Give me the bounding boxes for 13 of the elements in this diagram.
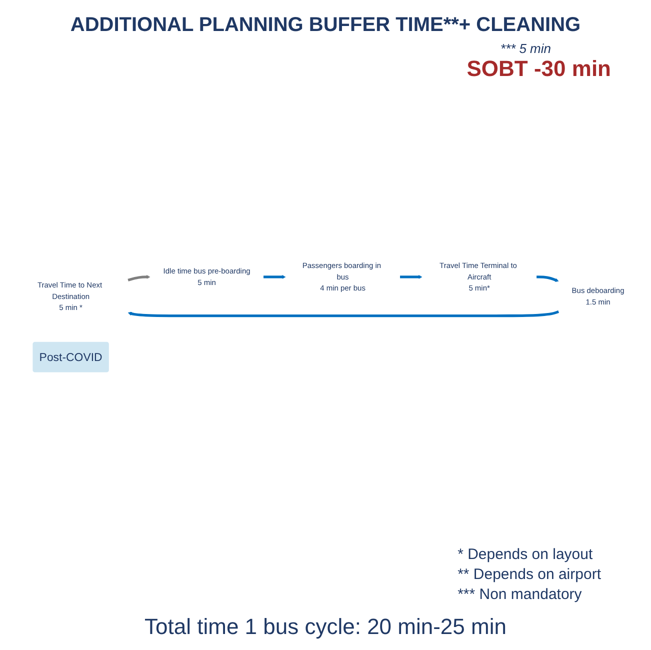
time-note: SOBT -30 min [466, 56, 611, 82]
caption: Total time 1 bus cycle: 20 min-25 min [144, 614, 506, 640]
title: ADDITIONAL PLANNING BUFFER TIME**+ CLEANING [70, 14, 581, 37]
footnote-note: *** 5 min [500, 41, 551, 56]
arrow [264, 274, 286, 278]
legend-note: ** Depends on airport [458, 566, 601, 583]
arrow [128, 310, 560, 317]
legend-note: *** Non mandatory [458, 586, 583, 603]
legend-note: * Depends on layout [458, 546, 594, 563]
arrow [128, 274, 150, 281]
node-box: Post-COVID [32, 341, 109, 372]
arrow [400, 274, 422, 278]
arrow [536, 275, 559, 282]
